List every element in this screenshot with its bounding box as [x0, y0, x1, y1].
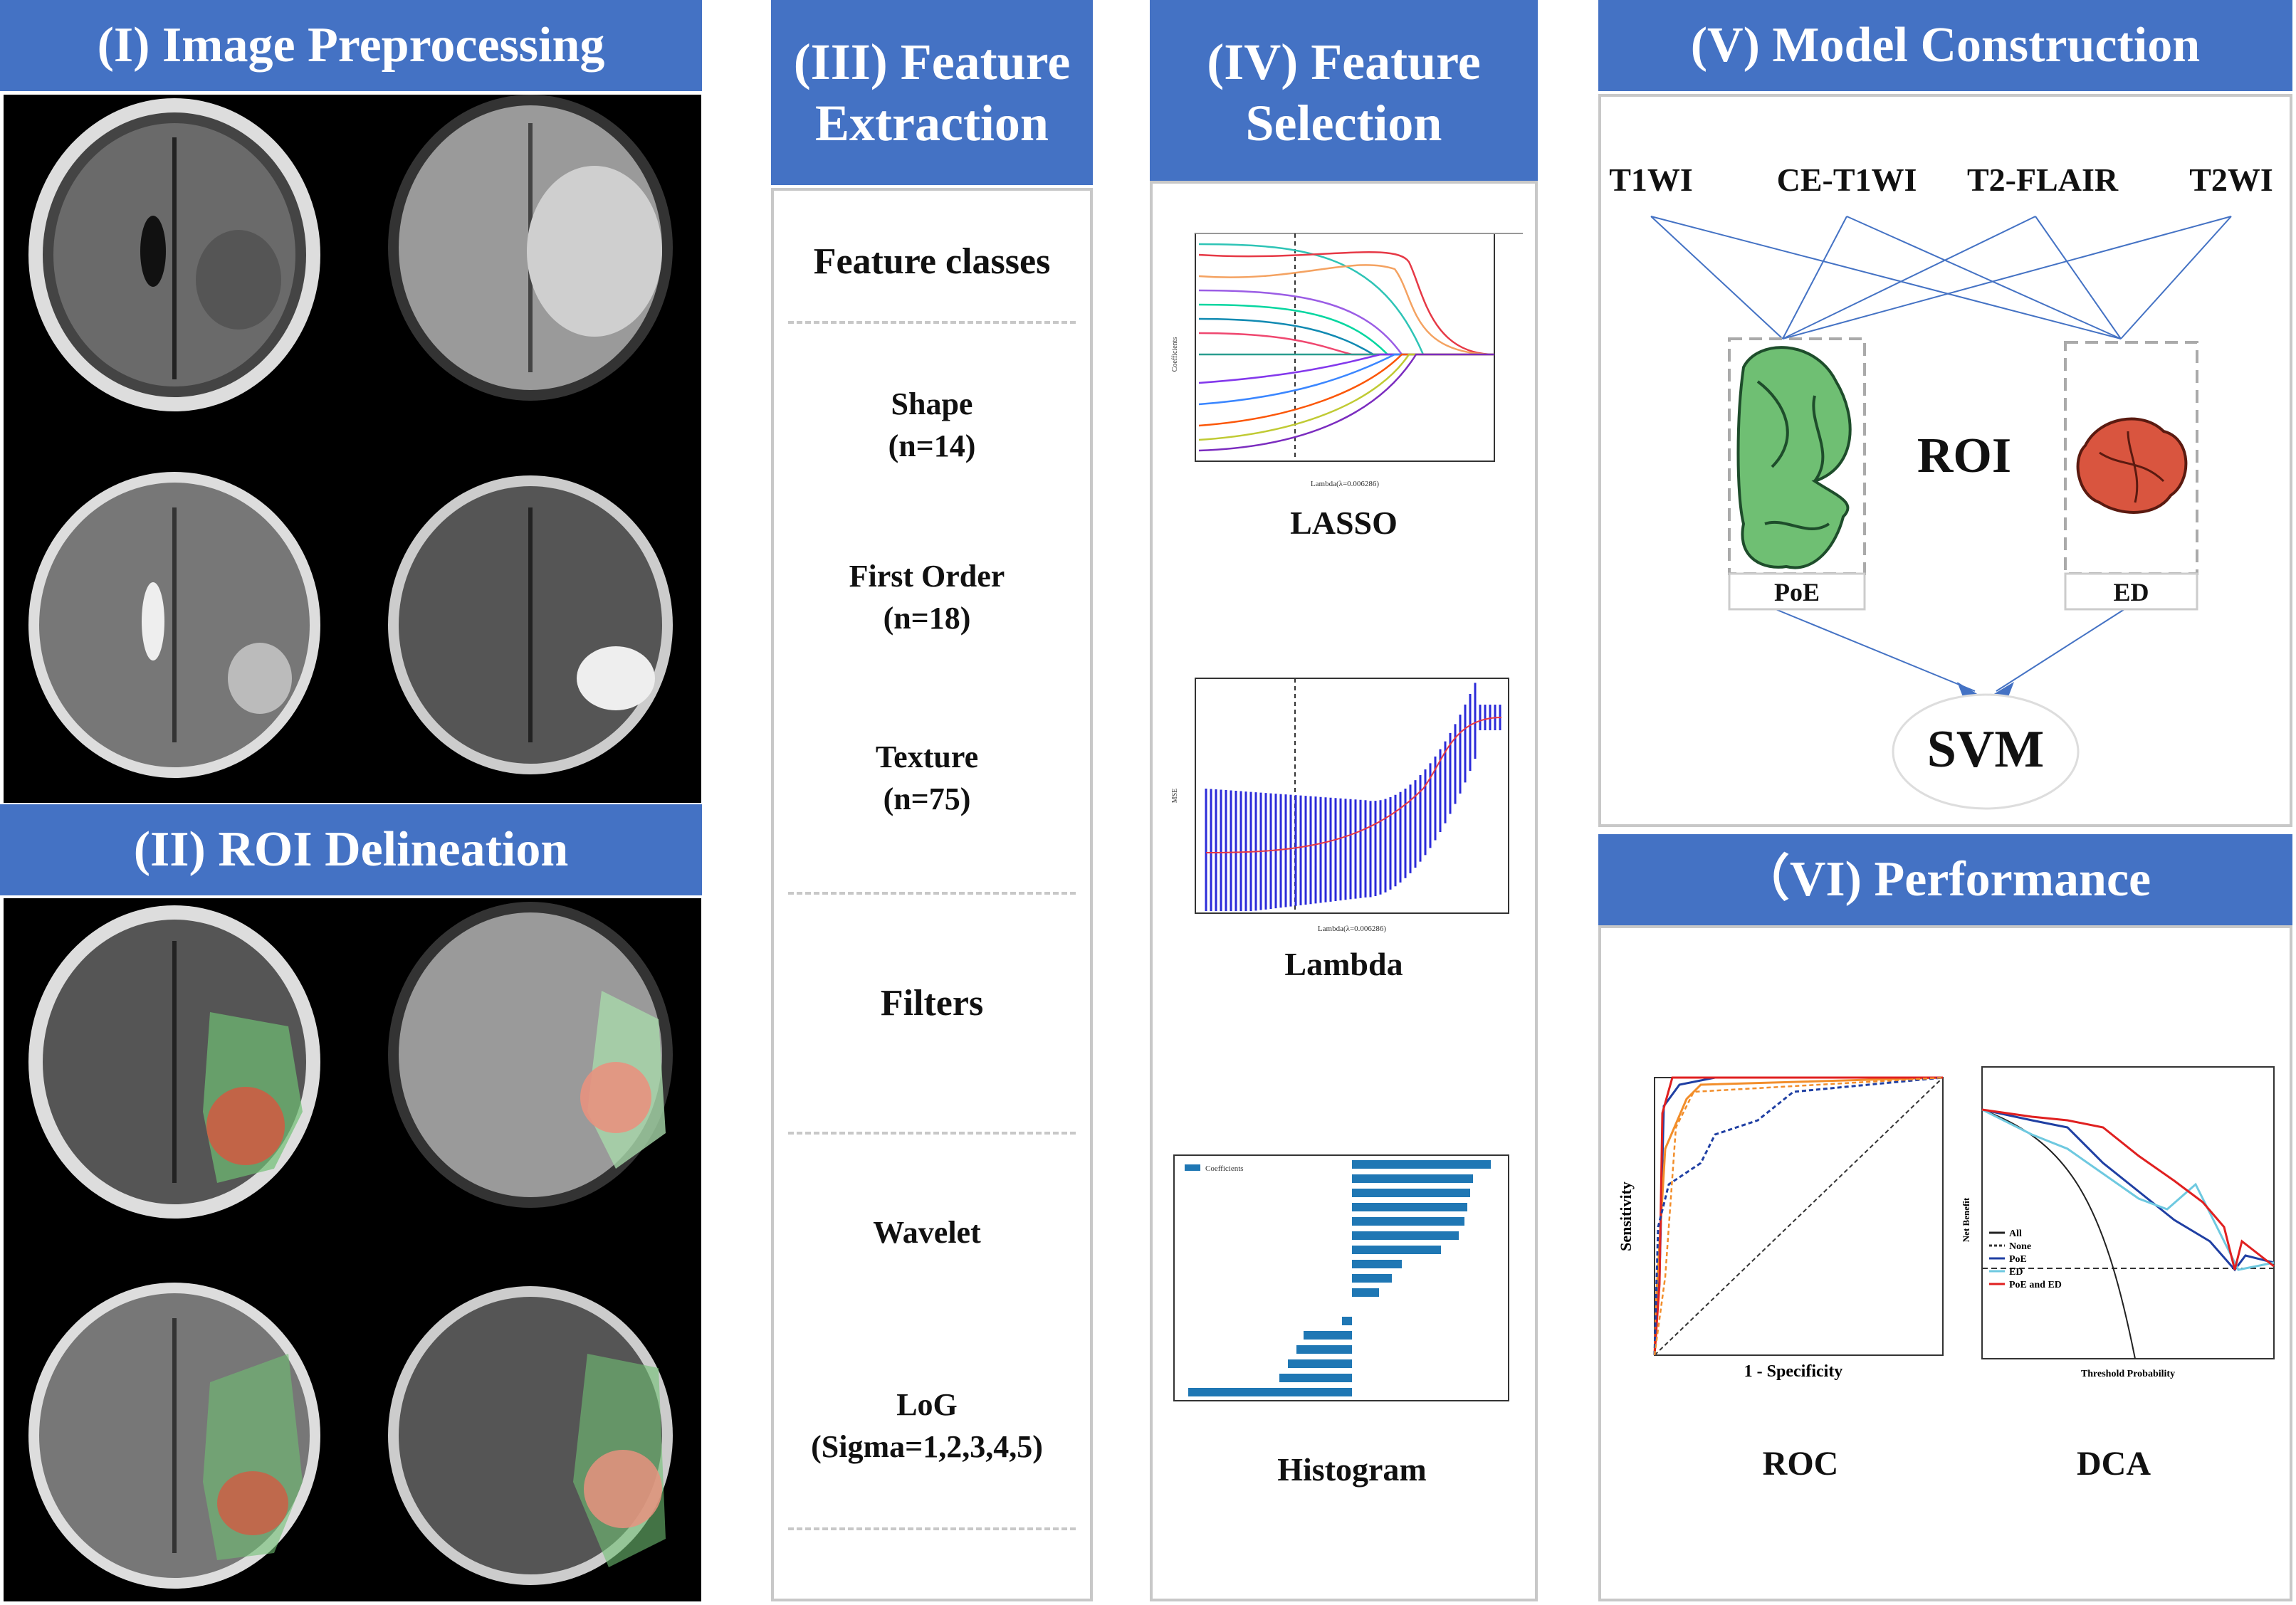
roi-ce-t1wi-image — [388, 1286, 673, 1585]
mri-grid-preprocessing — [4, 95, 701, 803]
divider — [788, 321, 1076, 324]
header-feature-extraction: (III) Feature Extraction — [771, 0, 1093, 185]
first-order-label: First Order (n=18) — [849, 559, 1005, 636]
dca-y-axis-label: Net Benefit — [1961, 1197, 1971, 1242]
wavelet-label: Wavelet — [873, 1215, 981, 1250]
header-feature-selection: (IV) Feature Selection — [1150, 0, 1538, 185]
ed-mask-shape — [2076, 417, 2188, 514]
mri-t1wi-image — [28, 98, 320, 411]
svm-label: SVM — [1927, 720, 2045, 779]
dca-legend-item: All — [2009, 1228, 2022, 1239]
texture-label: Texture (n=75) — [875, 740, 979, 817]
roi-t1wi-image — [28, 905, 320, 1219]
dca-legend-item: ED — [2009, 1267, 2023, 1278]
histogram-label: Histogram — [1277, 1451, 1427, 1488]
mri-flair-image — [388, 95, 673, 401]
roi-label: ROI — [1917, 428, 2012, 483]
roc-y-axis-label: Sensitivity — [1617, 1182, 1635, 1251]
dca-x-axis-label: Threshold Probability — [2081, 1369, 2175, 1379]
histogram-legend: Coefficients — [1205, 1164, 1244, 1173]
performance-panel: Sensitivity 1 - Specificity All None PoE… — [1598, 925, 2292, 1601]
lasso-plot: Coefficients Lambda(λ=0.006286) — [1167, 212, 1523, 497]
mri-t2wi-image — [28, 472, 320, 778]
mri-ce-t1wi-image — [388, 475, 673, 774]
header-model-construction: (V) Model Construction — [1598, 0, 2292, 91]
lasso-y-axis-label: Coefficients — [1171, 337, 1179, 372]
roc-label: ROC — [1762, 1445, 1839, 1483]
dca-legend-item: None — [2009, 1241, 2031, 1252]
lambda-cv-plot: MSE Lambda(λ=0.006286) — [1167, 675, 1523, 938]
divider — [788, 1527, 1076, 1530]
header-performance: （VI) Performance — [1598, 834, 2292, 925]
mri-grid-roi — [4, 898, 701, 1601]
lasso-x-axis-label: Lambda(λ=0.006286) — [1311, 480, 1379, 488]
ed-label: ED — [2113, 578, 2149, 606]
feature-classes-label: Feature classes — [813, 241, 1051, 282]
roc-curve-plot: Sensitivity 1 - Specificity — [1615, 1063, 1957, 1391]
lambda-x-axis-label: Lambda(λ=0.006286) — [1318, 925, 1386, 933]
header-roi-delineation: (II) ROI Delineation — [0, 804, 702, 895]
poe-label: PoE — [1773, 578, 1820, 606]
roc-x-axis-label: 1 - Specificity — [1744, 1362, 1843, 1381]
roi-t2wi-image — [28, 1283, 320, 1589]
dca-legend-item: PoE and ED — [2009, 1280, 2062, 1290]
dca-legend-item: PoE — [2009, 1254, 2027, 1265]
divider — [788, 892, 1076, 895]
sequence-t2wi: T2WI — [2189, 162, 2273, 198]
lambda-y-axis-label: MSE — [1171, 789, 1179, 804]
sequence-t1wi: T1WI — [1609, 162, 1693, 198]
dca-label: DCA — [2077, 1445, 2151, 1483]
model-construction-panel: T1WI CE-T1WI T2-FLAIR T2WI ROI PoE ED SV… — [1598, 94, 2292, 827]
feature-selection-panel: Coefficients Lambda(λ=0.006286) LASSO MS… — [1150, 181, 1538, 1601]
sequence-t2-flair: T2-FLAIR — [1966, 162, 2119, 198]
model-diagram — [1650, 216, 2232, 810]
feature-extraction-panel: Feature classes Shape (n=14) First Order… — [771, 188, 1093, 1601]
shape-label: Shape (n=14) — [888, 386, 976, 464]
divider — [788, 1132, 1076, 1135]
header-image-preprocessing: (I) Image Preprocessing — [0, 0, 702, 91]
roi-flair-image — [388, 902, 673, 1208]
lasso-label: LASSO — [1290, 505, 1398, 541]
coefficient-histogram: Coefficients — [1167, 1152, 1530, 1422]
filters-label: Filters — [880, 983, 984, 1023]
sequence-ce-t1wi: CE-T1WI — [1776, 162, 1917, 198]
dca-curve-plot: All None PoE ED PoE and ED Net Benefit T… — [1961, 1056, 2281, 1391]
poe-mask-shape — [1736, 346, 1852, 569]
log-label: LoG (Sigma=1,2,3,4,5) — [811, 1387, 1043, 1465]
lambda-label: Lambda — [1284, 946, 1403, 982]
